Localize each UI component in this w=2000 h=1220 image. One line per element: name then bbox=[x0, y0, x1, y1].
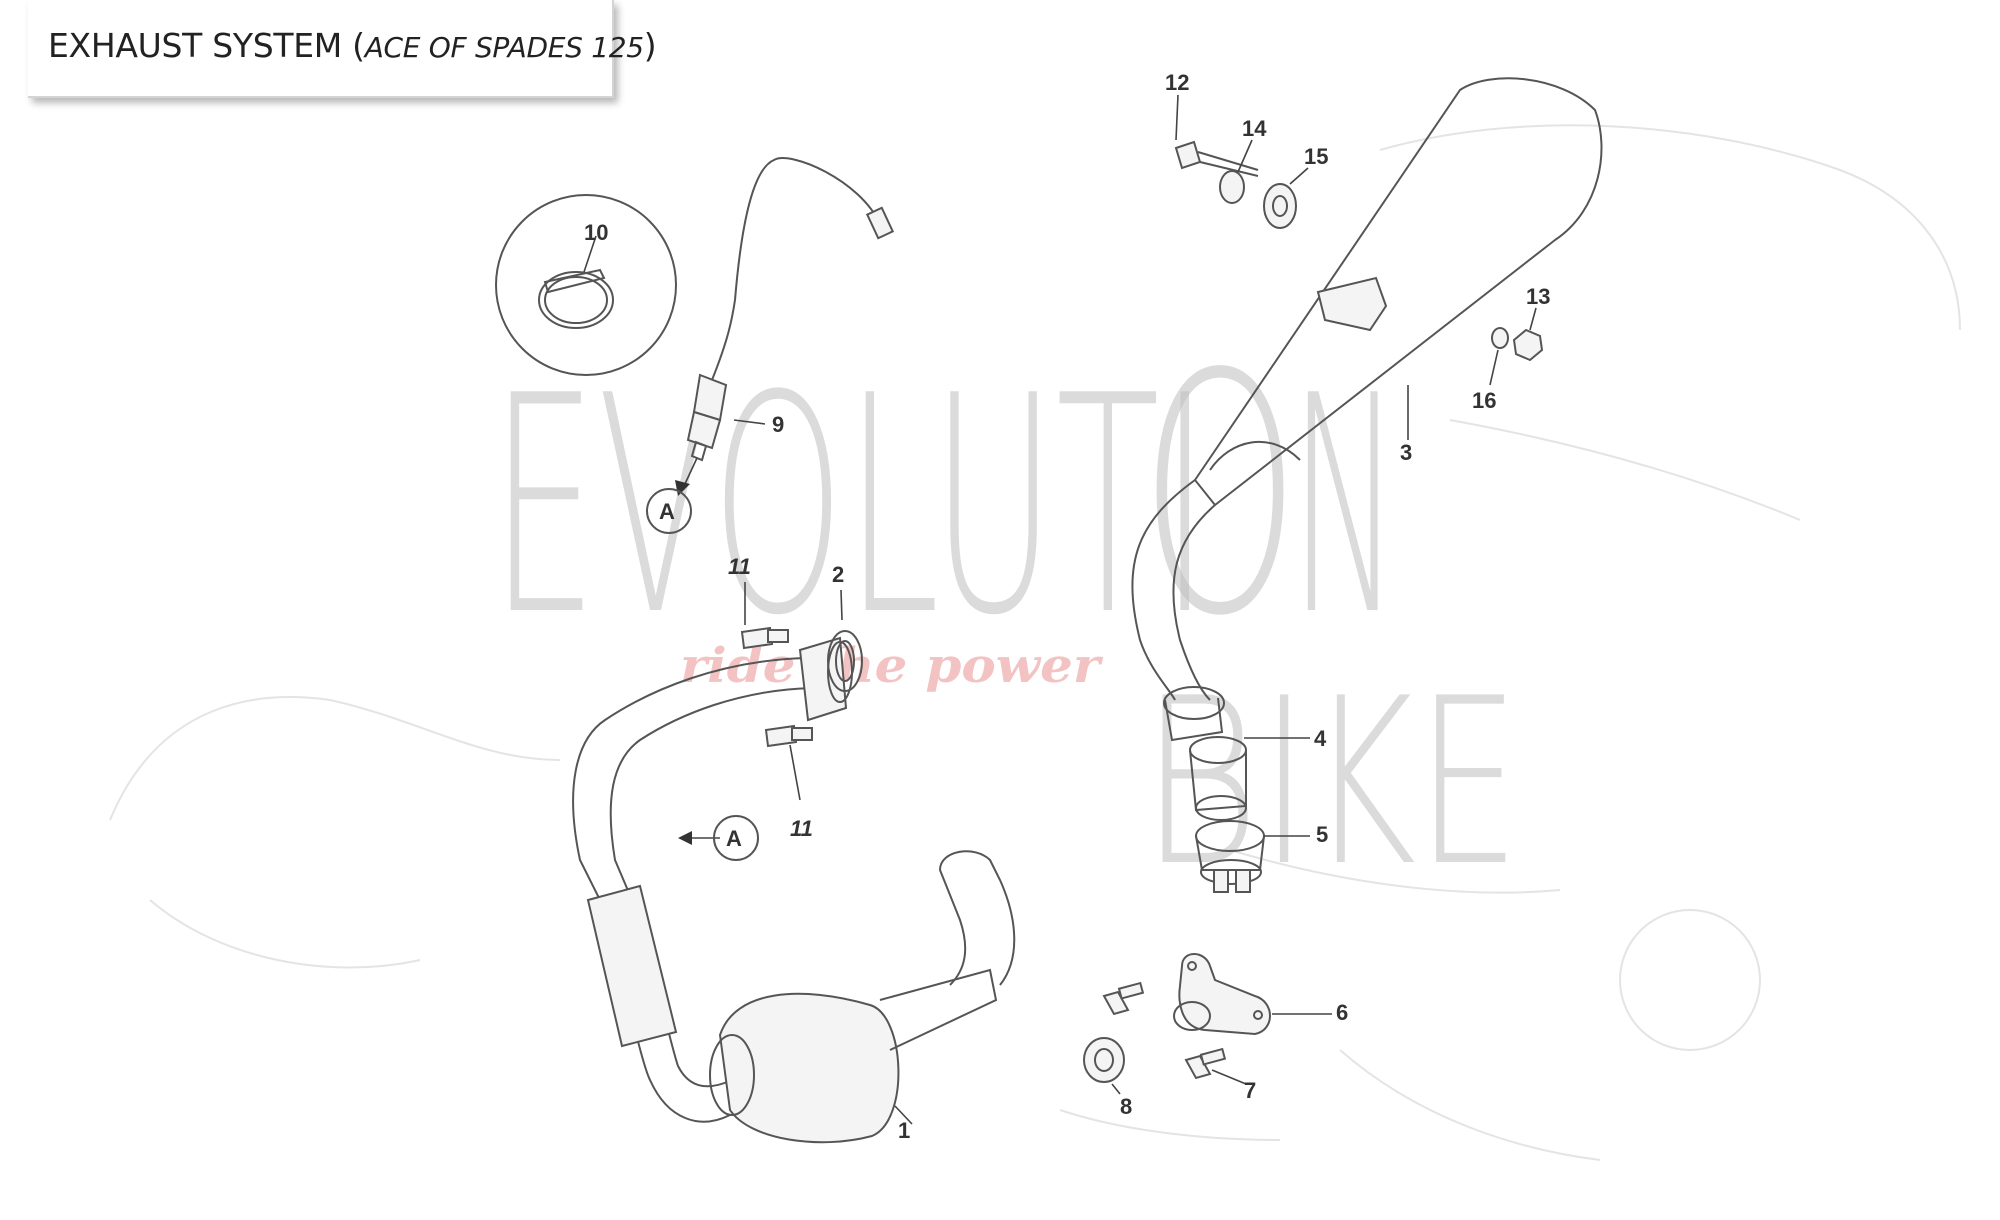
callout-11-bottom: 11 bbox=[790, 816, 813, 841]
callout-14: 14 bbox=[1242, 116, 1267, 141]
part-10-clamp-detail bbox=[495, 194, 677, 376]
callout-6: 6 bbox=[1336, 1000, 1348, 1025]
part-11-bolts bbox=[740, 626, 813, 748]
watermark-word-right-bottom: IKE bbox=[1260, 650, 1520, 917]
callout-15: 15 bbox=[1304, 144, 1328, 169]
callout-11-top: 11 bbox=[728, 554, 751, 579]
callout-3: 3 bbox=[1400, 440, 1412, 465]
reference-a-markers bbox=[646, 457, 759, 861]
reference-a-bottom: A bbox=[726, 826, 742, 851]
callout-1: 1 bbox=[898, 1118, 910, 1143]
part-4-sleeve bbox=[1189, 736, 1247, 821]
leader-lines bbox=[583, 94, 1537, 1125]
callout-8: 8 bbox=[1120, 1094, 1132, 1119]
callout-5: 5 bbox=[1316, 822, 1328, 847]
part-1-header-pipe bbox=[572, 636, 1016, 1144]
part-9-lambda-sensor bbox=[686, 157, 895, 462]
callout-labels: 1 2 3 4 5 6 7 8 9 10 11 11 12 13 14 15 1… bbox=[584, 70, 1550, 1143]
watermark: EVOLUTI O N B IKE ride the power bbox=[490, 304, 1520, 917]
part-12-14-15-mount bbox=[1174, 140, 1297, 229]
callout-12: 12 bbox=[1165, 70, 1189, 95]
watermark-word-left: EVOLUTI bbox=[490, 332, 1210, 681]
callout-7: 7 bbox=[1244, 1078, 1256, 1103]
callout-4: 4 bbox=[1314, 726, 1327, 751]
part-3-silencer bbox=[1131, 77, 1603, 742]
watermark-big-o: O bbox=[1140, 304, 1300, 688]
callout-13: 13 bbox=[1526, 284, 1550, 309]
callout-2: 2 bbox=[832, 562, 844, 587]
title-model: ACE OF SPADES 125 bbox=[364, 31, 644, 64]
title-main: EXHAUST SYSTEM ( bbox=[48, 26, 365, 65]
callout-10: 10 bbox=[584, 220, 608, 245]
callout-9: 9 bbox=[772, 412, 784, 437]
title-box: EXHAUST SYSTEM (ACE OF SPADES 125) bbox=[28, 0, 657, 98]
callout-16: 16 bbox=[1472, 388, 1496, 413]
part-13-16-nut bbox=[1491, 327, 1544, 362]
background-chassis-ghost bbox=[109, 124, 1961, 1161]
title-close: ) bbox=[643, 26, 657, 65]
watermark-word-right-top: N bbox=[1290, 332, 1400, 681]
part-8-spacer bbox=[1083, 1037, 1125, 1083]
part-6-bracket bbox=[1173, 953, 1271, 1036]
part-2-gasket bbox=[827, 630, 863, 692]
part-7-bolts bbox=[1102, 981, 1227, 1080]
reference-a-top: A bbox=[659, 499, 675, 524]
page-title: EXHAUST SYSTEM (ACE OF SPADES 125) bbox=[48, 26, 657, 65]
